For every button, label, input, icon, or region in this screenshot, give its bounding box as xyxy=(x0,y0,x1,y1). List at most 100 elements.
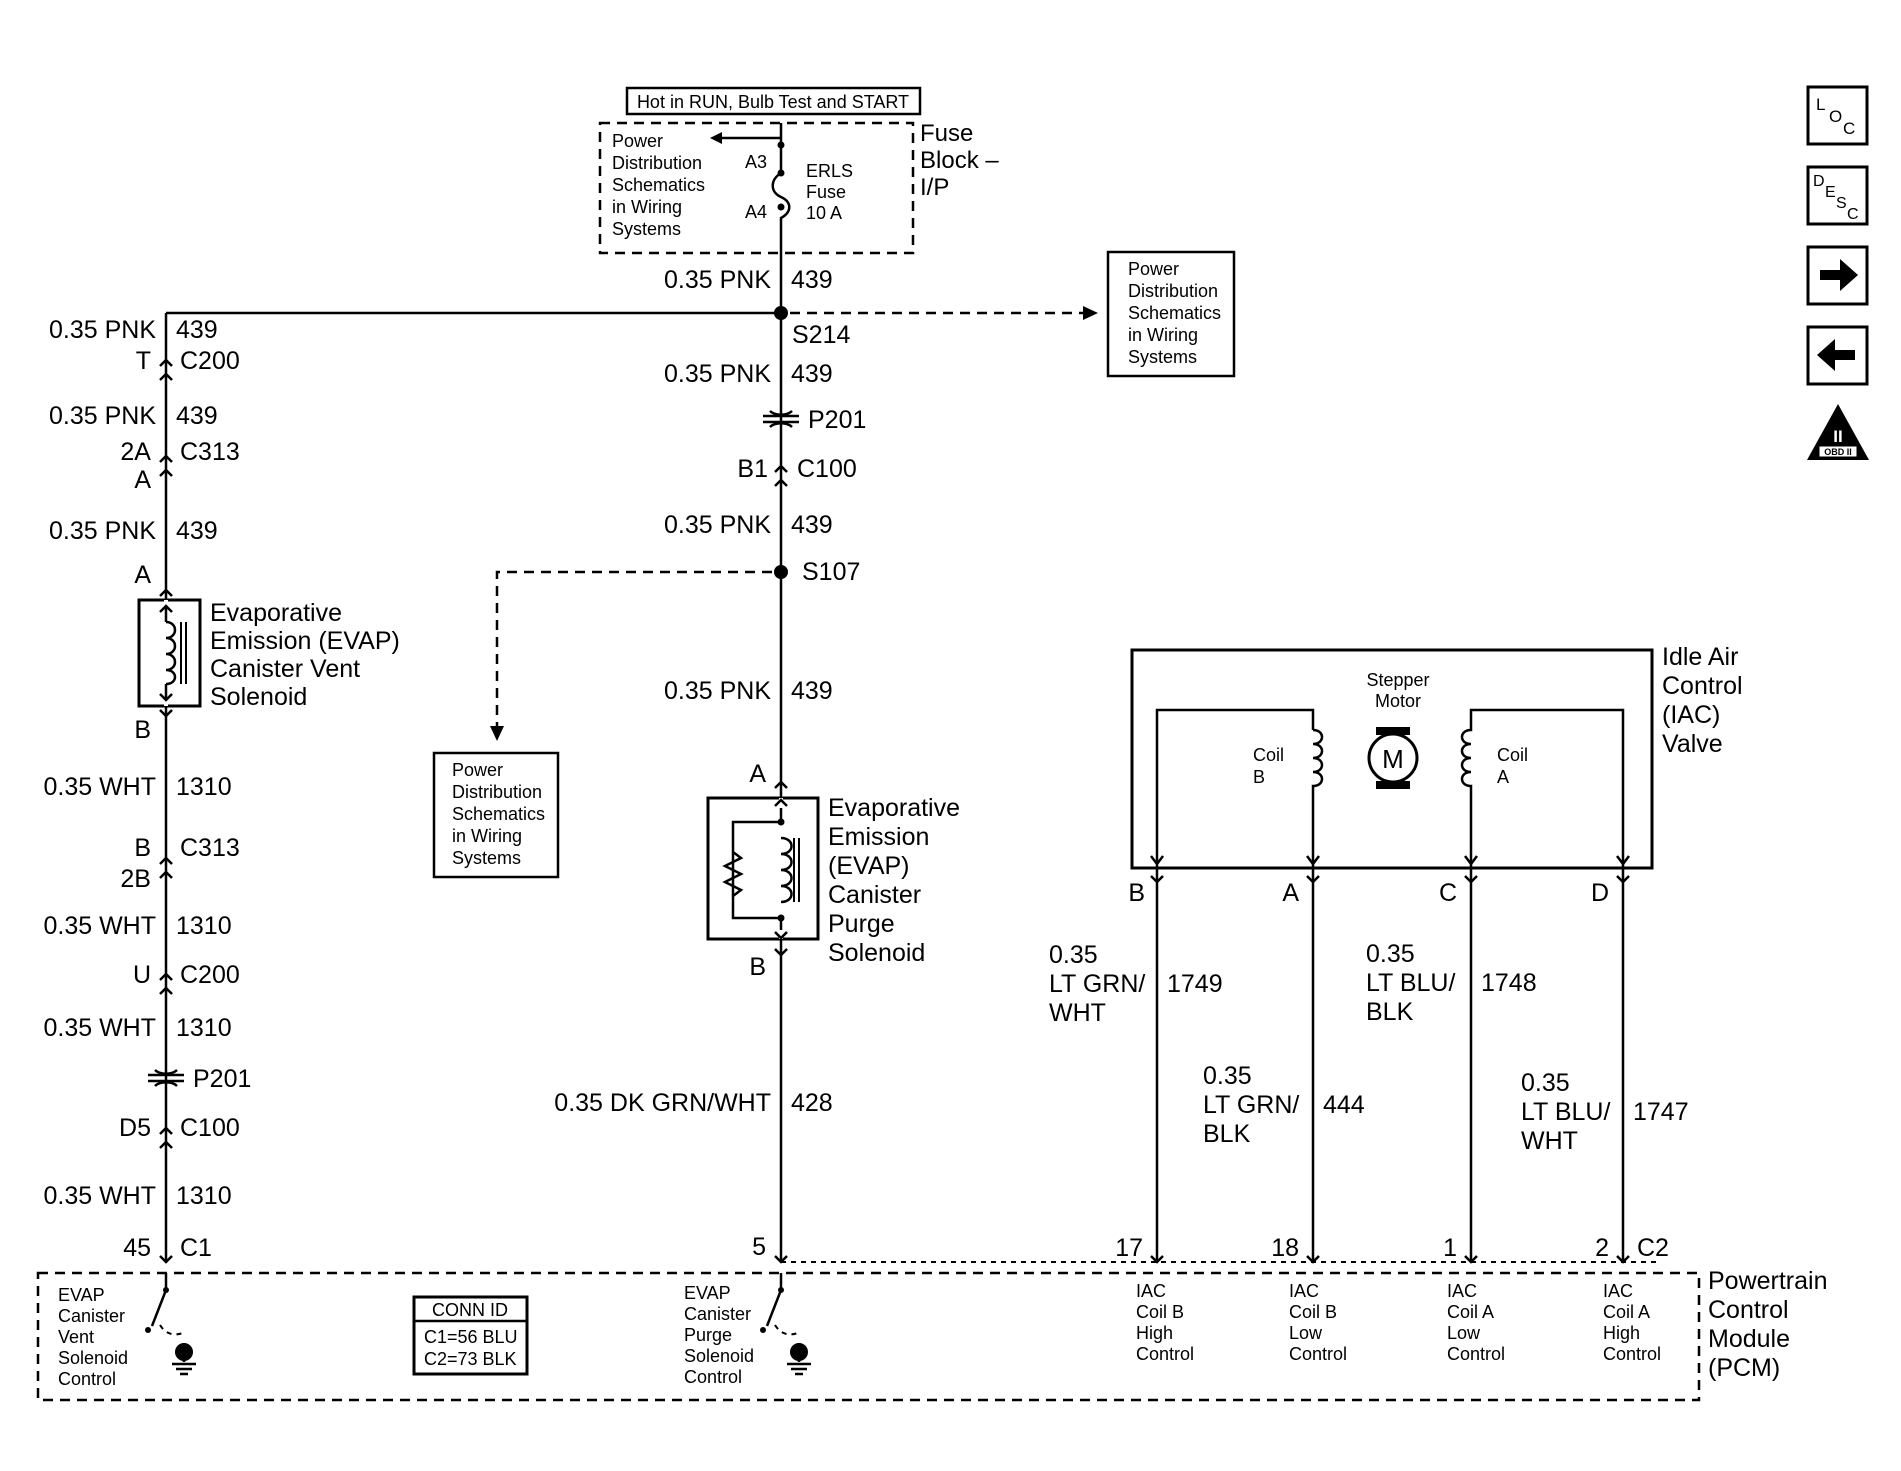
svg-text:WHT: WHT xyxy=(1521,1127,1578,1155)
svg-text:Coil B: Coil B xyxy=(1136,1302,1184,1322)
purge-control-switch xyxy=(760,1273,813,1376)
fuse-block-title: Fuse Block – I/P xyxy=(920,120,999,201)
svg-text:Vent: Vent xyxy=(58,1327,94,1347)
vent-pin-b: B xyxy=(134,716,151,744)
svg-text:Control: Control xyxy=(1447,1344,1505,1364)
purge-pin-b: B xyxy=(749,953,766,981)
stepper-motor-m: M xyxy=(1382,744,1404,774)
loc-icon[interactable]: L O C xyxy=(1806,85,1869,146)
svg-text:Systems: Systems xyxy=(452,848,521,868)
svg-text:(IAC): (IAC) xyxy=(1662,701,1720,729)
pds-left-label: Power Distribution Schematics in Wiring … xyxy=(452,760,545,868)
center-w1-circuit: 439 xyxy=(791,266,833,294)
iac-pin-connectors xyxy=(1150,875,1630,884)
svg-text:Fuse: Fuse xyxy=(806,182,846,202)
conn-id-title: CONN ID xyxy=(432,1300,508,1320)
left-w2-gauge: 0.35 PNK xyxy=(49,402,156,430)
svg-text:Control: Control xyxy=(1662,672,1743,700)
svg-text:Distribution: Distribution xyxy=(612,153,702,173)
svg-text:Distribution: Distribution xyxy=(452,782,542,802)
iac-coil-b-high-control-label: IAC Coil B High Control xyxy=(1136,1281,1194,1364)
svg-text:in Wiring: in Wiring xyxy=(612,197,682,217)
svg-text:Solenoid: Solenoid xyxy=(828,939,925,967)
left-w2-circuit: 439 xyxy=(176,402,218,430)
obd-ii-icon[interactable]: II OBD II xyxy=(1807,404,1869,460)
svg-text:Systems: Systems xyxy=(1128,347,1197,367)
arrow-left-icon[interactable] xyxy=(1806,325,1869,386)
iac-wire-444-label: 0.35 LT GRN/ BLK 444 xyxy=(1203,1062,1365,1148)
svg-text:I/P: I/P xyxy=(920,174,949,201)
fuse-block-pds-label: Power Distribution Schematics in Wiring … xyxy=(612,131,705,239)
left-c100-label: C100 xyxy=(180,1114,240,1142)
svg-text:IAC: IAC xyxy=(1603,1281,1633,1301)
vent-control-label: EVAP Canister Vent Solenoid Control xyxy=(58,1285,128,1389)
left-w7-gauge: 0.35 WHT xyxy=(43,1182,156,1210)
svg-text:LT GRN/: LT GRN/ xyxy=(1203,1091,1299,1119)
left-w1-circuit: 439 xyxy=(176,316,218,344)
purge-solenoid-symbol xyxy=(722,798,800,940)
left-w3-circuit: 439 xyxy=(176,517,218,545)
svg-text:in Wiring: in Wiring xyxy=(1128,325,1198,345)
fuse-pin-a4: A4 xyxy=(745,202,767,222)
svg-text:LT BLU/: LT BLU/ xyxy=(1366,969,1455,997)
iac-pin-b: B xyxy=(1128,879,1145,907)
svg-text:Control: Control xyxy=(1603,1344,1661,1364)
pcm-conn-c1: C1 xyxy=(180,1234,212,1262)
svg-text:Emission: Emission xyxy=(828,823,929,851)
svg-text:High: High xyxy=(1136,1323,1173,1343)
svg-text:OBD II: OBD II xyxy=(1824,447,1852,457)
svg-text:Coil A: Coil A xyxy=(1603,1302,1650,1322)
pcm-iac-connectors xyxy=(1150,1255,1630,1264)
left-c200-label: C200 xyxy=(180,347,240,375)
center-w4-circuit: 439 xyxy=(791,677,833,705)
left-c313-label: C313 xyxy=(180,438,240,466)
svg-text:Solenoid: Solenoid xyxy=(58,1348,128,1368)
conn-id-c1: C1=56 BLU xyxy=(424,1327,518,1347)
svg-text:Distribution: Distribution xyxy=(1128,281,1218,301)
svg-text:A: A xyxy=(1497,767,1509,787)
iac-coil-a-low-control-label: IAC Coil A Low Control xyxy=(1447,1281,1505,1364)
header-box xyxy=(625,86,922,116)
svg-text:E: E xyxy=(1825,184,1836,201)
erls-fuse-label: ERLS Fuse 10 A xyxy=(806,161,853,223)
left-c200-pin: T xyxy=(136,347,151,375)
iac-valve-title: Idle Air Control (IAC) Valve xyxy=(1662,643,1743,758)
pcm-pin-18: 18 xyxy=(1271,1234,1299,1262)
svg-text:Power: Power xyxy=(612,131,663,151)
center-w3-gauge: 0.35 PNK xyxy=(664,511,771,539)
svg-text:Power: Power xyxy=(452,760,503,780)
iac-pin-a: A xyxy=(1282,879,1299,907)
svg-text:Block –: Block – xyxy=(920,147,999,174)
svg-text:Valve: Valve xyxy=(1662,730,1723,758)
pds-right-box xyxy=(1106,250,1236,378)
center-p201-symbol xyxy=(763,410,799,428)
svg-text:Fuse: Fuse xyxy=(920,120,973,147)
svg-text:444: 444 xyxy=(1323,1091,1365,1119)
svg-text:Control: Control xyxy=(58,1369,116,1389)
center-w5-circuit: 428 xyxy=(791,1089,833,1117)
svg-text:1749: 1749 xyxy=(1167,970,1223,998)
desc-icon[interactable]: D E S C xyxy=(1806,165,1869,226)
purge-control-label: EVAP Canister Purge Solenoid Control xyxy=(684,1283,754,1387)
svg-text:1748: 1748 xyxy=(1481,969,1537,997)
coil-b-inductor xyxy=(1311,728,1324,868)
center-w2-circuit: 439 xyxy=(791,360,833,388)
vent-pin-a: A xyxy=(134,561,151,589)
stepper-motor-label: Stepper Motor xyxy=(1366,670,1429,711)
left-c313b-pin-top: B xyxy=(134,834,151,862)
svg-text:C: C xyxy=(1847,206,1859,223)
left-c313b-pin-bot: 2B xyxy=(120,865,151,893)
svg-text:Solenoid: Solenoid xyxy=(210,683,307,711)
svg-text:0.35: 0.35 xyxy=(1203,1062,1252,1090)
fuse-pds-arrow-head xyxy=(710,132,722,144)
svg-text:Canister Vent: Canister Vent xyxy=(210,655,360,683)
svg-text:0.35: 0.35 xyxy=(1521,1069,1570,1097)
left-w4-circuit: 1310 xyxy=(176,773,232,801)
vent-control-switch xyxy=(145,1273,198,1376)
svg-text:Emission (EVAP): Emission (EVAP) xyxy=(210,627,400,655)
svg-text:C: C xyxy=(1843,119,1855,138)
arrow-right-icon[interactable] xyxy=(1806,245,1869,306)
left-c100-pin: D5 xyxy=(119,1114,151,1142)
svg-text:II: II xyxy=(1833,427,1842,446)
iac-coil-a-high-control-label: IAC Coil A High Control xyxy=(1603,1281,1661,1364)
